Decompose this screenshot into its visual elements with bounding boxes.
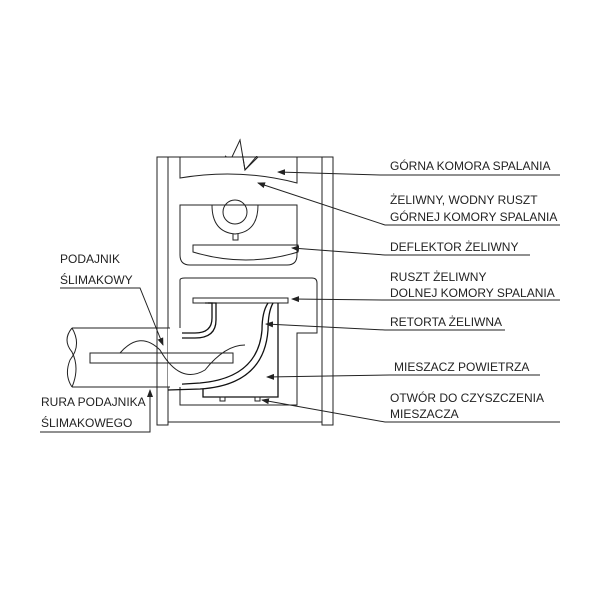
label-cleaning-hole-2: MIESZACZA [390, 407, 459, 421]
label-lower-grate-1: RUSZT ŻELIWNY [390, 270, 486, 284]
screw-shaft [89, 340, 246, 375]
label-water-grate-2: GÓRNEJ KOMORY SPALANIA [390, 209, 557, 224]
label-feeder-pipe-1: RURA PODAJNIKA [41, 395, 146, 409]
label-feeder-pipe-2: ŚLIMAKOWEGO [41, 415, 132, 430]
label-screw-feeder-1: PODAJNIK [60, 252, 120, 266]
label-upper-chamber: GÓRNA KOMORA SPALANIA [390, 158, 551, 173]
label-retort: RETORTA ŻELIWNA [390, 315, 502, 329]
lower-grate [192, 297, 289, 304]
label-deflector: DEFLEKTOR ŻELIWNY [390, 240, 518, 254]
water-grate [211, 199, 259, 241]
label-water-grate-1: ŻELIWNY, WODNY RUSZT [390, 193, 538, 207]
label-screw-feeder-2: ŚLIMAKOWY [60, 272, 133, 287]
boiler-walls [156, 138, 334, 426]
deflector-plate [192, 244, 299, 261]
leader-lines [40, 169, 560, 433]
label-air-mixer: MIESZACZ POWIETRZA [394, 360, 529, 374]
label-lower-grate-2: DOLNEJ KOMORY SPALANIA [390, 286, 555, 300]
label-cleaning-hole-1: OTWÓR DO CZYSZCZENIA [390, 390, 544, 405]
retort [167, 302, 279, 402]
feeder-pipe [66, 327, 182, 388]
